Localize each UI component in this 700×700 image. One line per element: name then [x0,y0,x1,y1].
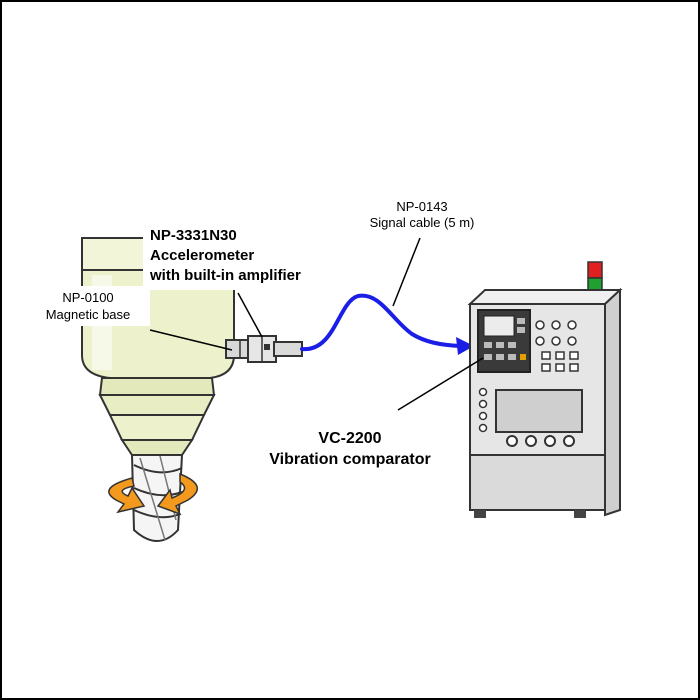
accelerometer-icon [225,335,303,363]
sensor-desc-line1: Accelerometer [150,247,254,264]
cable-part-label: NP-0143 [396,199,447,214]
base-desc-label: Magnetic base [46,307,131,322]
sensor-part-label: NP-3331N30 [150,227,237,244]
base-part-label: NP-0100 [62,290,113,305]
vibration-comparator-icon [467,261,623,518]
cable-desc-label: Signal cable (5 m) [370,215,475,230]
cable-leader-line [392,237,421,307]
cable-arrowhead-icon [456,337,474,355]
sensor-leader-line [237,292,263,338]
sensor-desc-line2: with built-in amplifier [149,267,301,284]
comparator-leader-line [397,357,484,411]
signal-cable-icon [300,293,462,352]
comparator-desc-label: Vibration comparator [269,451,431,468]
spindle-icon [81,237,235,542]
base-label-backdrop [26,286,150,326]
rotation-arrow-icon [108,472,198,516]
sensor-label-backdrop [143,224,333,290]
comparator-part-label: VC-2200 [318,430,381,447]
base-leader-line [149,329,233,351]
